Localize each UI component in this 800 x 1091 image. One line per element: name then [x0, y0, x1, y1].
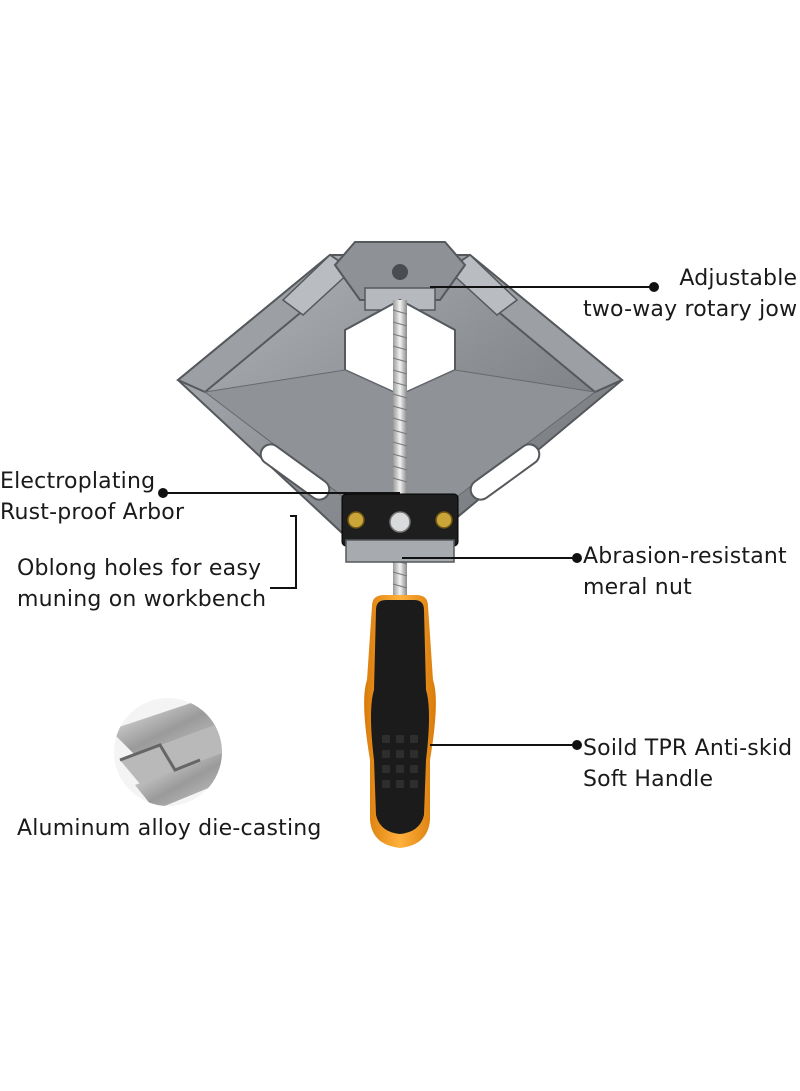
callout-metal-nut: Abrasion-resistant meral nut: [583, 541, 787, 603]
callout-rotary-jaw-line2: two-way rotary jow: [583, 297, 798, 322]
callout-aluminum: Aluminum alloy die-casting: [17, 813, 322, 844]
callout-handle-line1: Soild TPR Anti-skid: [583, 736, 793, 761]
callout-lines: [158, 282, 659, 750]
callout-oblong-holes-line2: muning on workbench: [17, 587, 267, 612]
callout-rotary-jaw-line1: Adjustable: [679, 266, 798, 291]
tpr-handle: [364, 595, 436, 848]
callout-metal-nut-line2: meral nut: [583, 575, 692, 600]
callout-rotary-jaw: Adjustable two-way rotary jow: [583, 263, 797, 325]
callout-arbor-line1: Electroplating: [0, 469, 156, 494]
callout-arbor: Electroplating Rust-proof Arbor: [0, 466, 184, 528]
callout-handle: Soild TPR Anti-skid Soft Handle: [583, 733, 792, 795]
callout-arbor-line2: Rust-proof Arbor: [0, 500, 185, 525]
callout-oblong-holes: Oblong holes for easy muning on workbenc…: [17, 553, 266, 615]
metal-nut: [341, 493, 459, 563]
aluminum-profile-image: [114, 698, 222, 806]
callout-oblong-holes-line1: Oblong holes for easy: [17, 556, 262, 581]
callout-aluminum-line1: Aluminum alloy die-casting: [17, 816, 322, 841]
callout-metal-nut-line1: Abrasion-resistant: [583, 544, 787, 569]
callout-handle-line2: Soft Handle: [583, 767, 714, 792]
